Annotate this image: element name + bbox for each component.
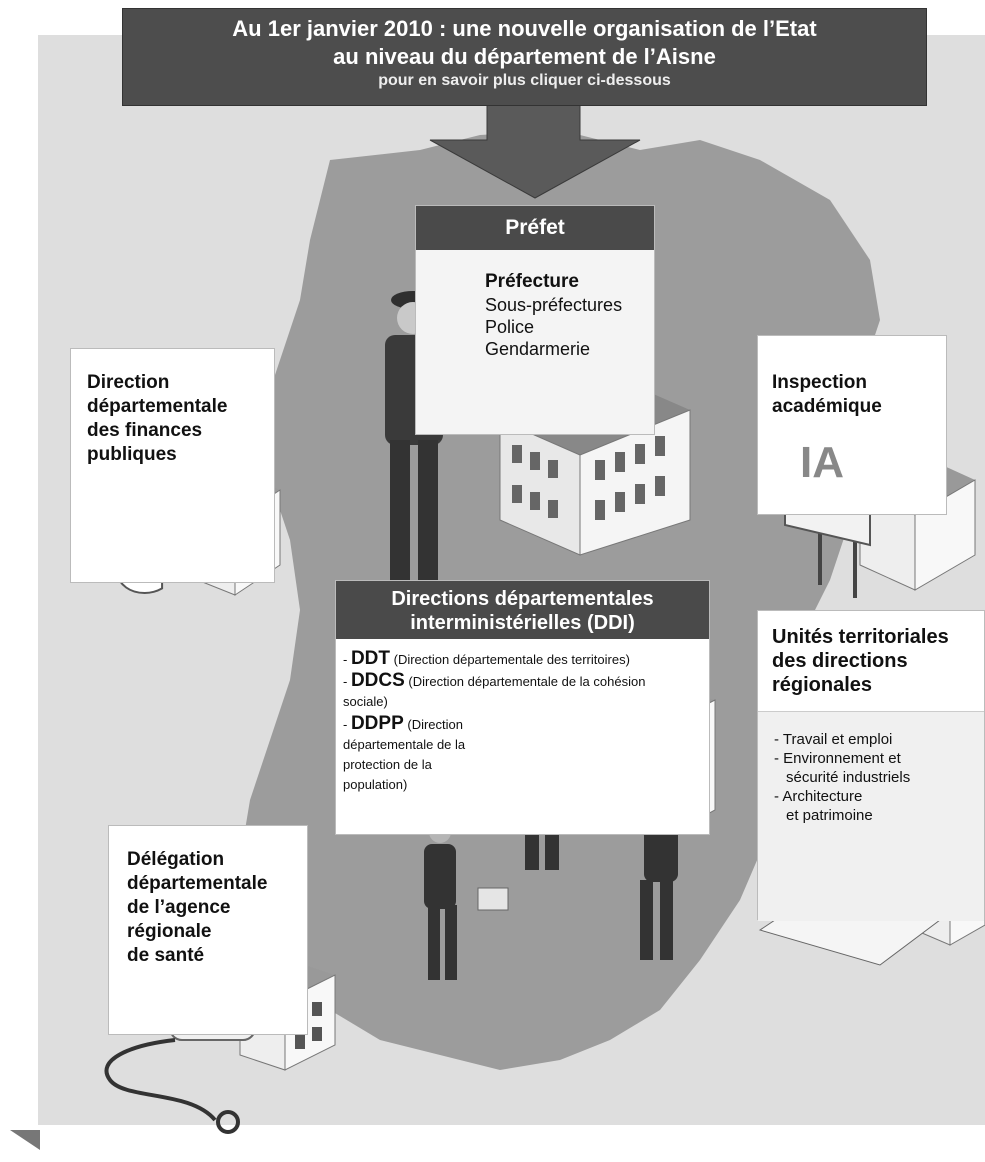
ia-sign-icon: IA bbox=[800, 438, 844, 487]
ddi-item: - DDT (Direction départementale des terr… bbox=[343, 648, 678, 671]
inspection-card[interactable]: Inspection académique bbox=[757, 335, 947, 515]
ddi-item: - DDCS (Direction départementale de la c… bbox=[343, 671, 663, 712]
sante-line: de l’agence bbox=[127, 897, 231, 918]
prefet-item: Police bbox=[485, 317, 535, 337]
ddi-item-desc: (Direction départementale de la protecti… bbox=[343, 717, 466, 792]
unites-item: - Environnement et bbox=[774, 750, 901, 767]
unites-line: régionales bbox=[772, 674, 873, 696]
sante-line: de santé bbox=[127, 945, 205, 966]
prefet-header: Préfet bbox=[416, 206, 654, 250]
ddi-item-code: DDT bbox=[350, 648, 391, 669]
ddi-item-prefix: - bbox=[343, 674, 351, 689]
sante-line: Délégation bbox=[127, 849, 225, 870]
unites-line: Unités territoriales bbox=[772, 626, 949, 648]
prefet-list: Préfecture Sous-préfectures Police Genda… bbox=[485, 270, 665, 360]
finances-line: publiques bbox=[87, 444, 177, 465]
ddi-header-line2: interministérielles (DDI) bbox=[410, 612, 635, 634]
header-banner[interactable]: Au 1er janvier 2010 : une nouvelle organ… bbox=[122, 8, 927, 106]
sante-card[interactable]: Délégation départementale de l’agence ré… bbox=[108, 825, 308, 1035]
sante-line: départementale bbox=[127, 873, 268, 894]
ddi-item-prefix: - bbox=[343, 652, 351, 667]
prefet-card[interactable]: Préfet bbox=[415, 205, 655, 435]
ddi-item-code: DDPP bbox=[350, 713, 404, 734]
banner-title-line1: Au 1er janvier 2010 : une nouvelle organ… bbox=[232, 16, 817, 41]
inspection-line: Inspection bbox=[772, 372, 868, 393]
ddi-item-prefix: - bbox=[343, 717, 351, 732]
inspection-line: académique bbox=[772, 396, 882, 417]
ddi-item-desc: (Direction départementale de la cohésion… bbox=[343, 674, 646, 709]
ddi-item-code: DDCS bbox=[350, 670, 405, 691]
ddi-list: - DDT (Direction départementale des terr… bbox=[343, 648, 678, 795]
banner-title-line2: au niveau du département de l’Aisne bbox=[333, 44, 716, 69]
prefet-item: Préfecture bbox=[485, 271, 579, 292]
unites-item: - Travail et emploi bbox=[774, 731, 893, 748]
ddi-header: Directions départementales interministér… bbox=[336, 581, 709, 639]
ddi-header-line1: Directions départementales bbox=[391, 588, 654, 610]
sante-line: régionale bbox=[127, 921, 212, 942]
unites-card[interactable]: Unités territoriales des directions régi… bbox=[757, 610, 985, 921]
unites-item: - Architecture bbox=[774, 788, 863, 805]
ddi-item-desc: (Direction départementale des territoire… bbox=[390, 652, 630, 667]
down-arrow-icon bbox=[429, 99, 641, 199]
ddi-card[interactable]: Directions départementales interministér… bbox=[335, 580, 710, 835]
unites-item: et patrimoine bbox=[786, 807, 873, 824]
prefet-item: Sous-préfectures bbox=[485, 295, 623, 315]
unites-line: des directions bbox=[772, 650, 908, 672]
banner-subtitle[interactable]: pour en savoir plus cliquer ci-dessous bbox=[378, 72, 671, 89]
unites-item: sécurité industriels bbox=[786, 769, 911, 786]
finances-card[interactable]: Direction départementale des finances pu… bbox=[70, 348, 275, 583]
prefet-item: Gendarmerie bbox=[485, 339, 591, 359]
finances-line: Direction bbox=[87, 372, 170, 393]
ddi-item: - DDPP (Direction départementale de la p… bbox=[343, 714, 493, 795]
finances-line: des finances bbox=[87, 420, 203, 441]
finances-line: départementale bbox=[87, 396, 228, 417]
stethoscope-icon bbox=[104, 1038, 217, 1122]
